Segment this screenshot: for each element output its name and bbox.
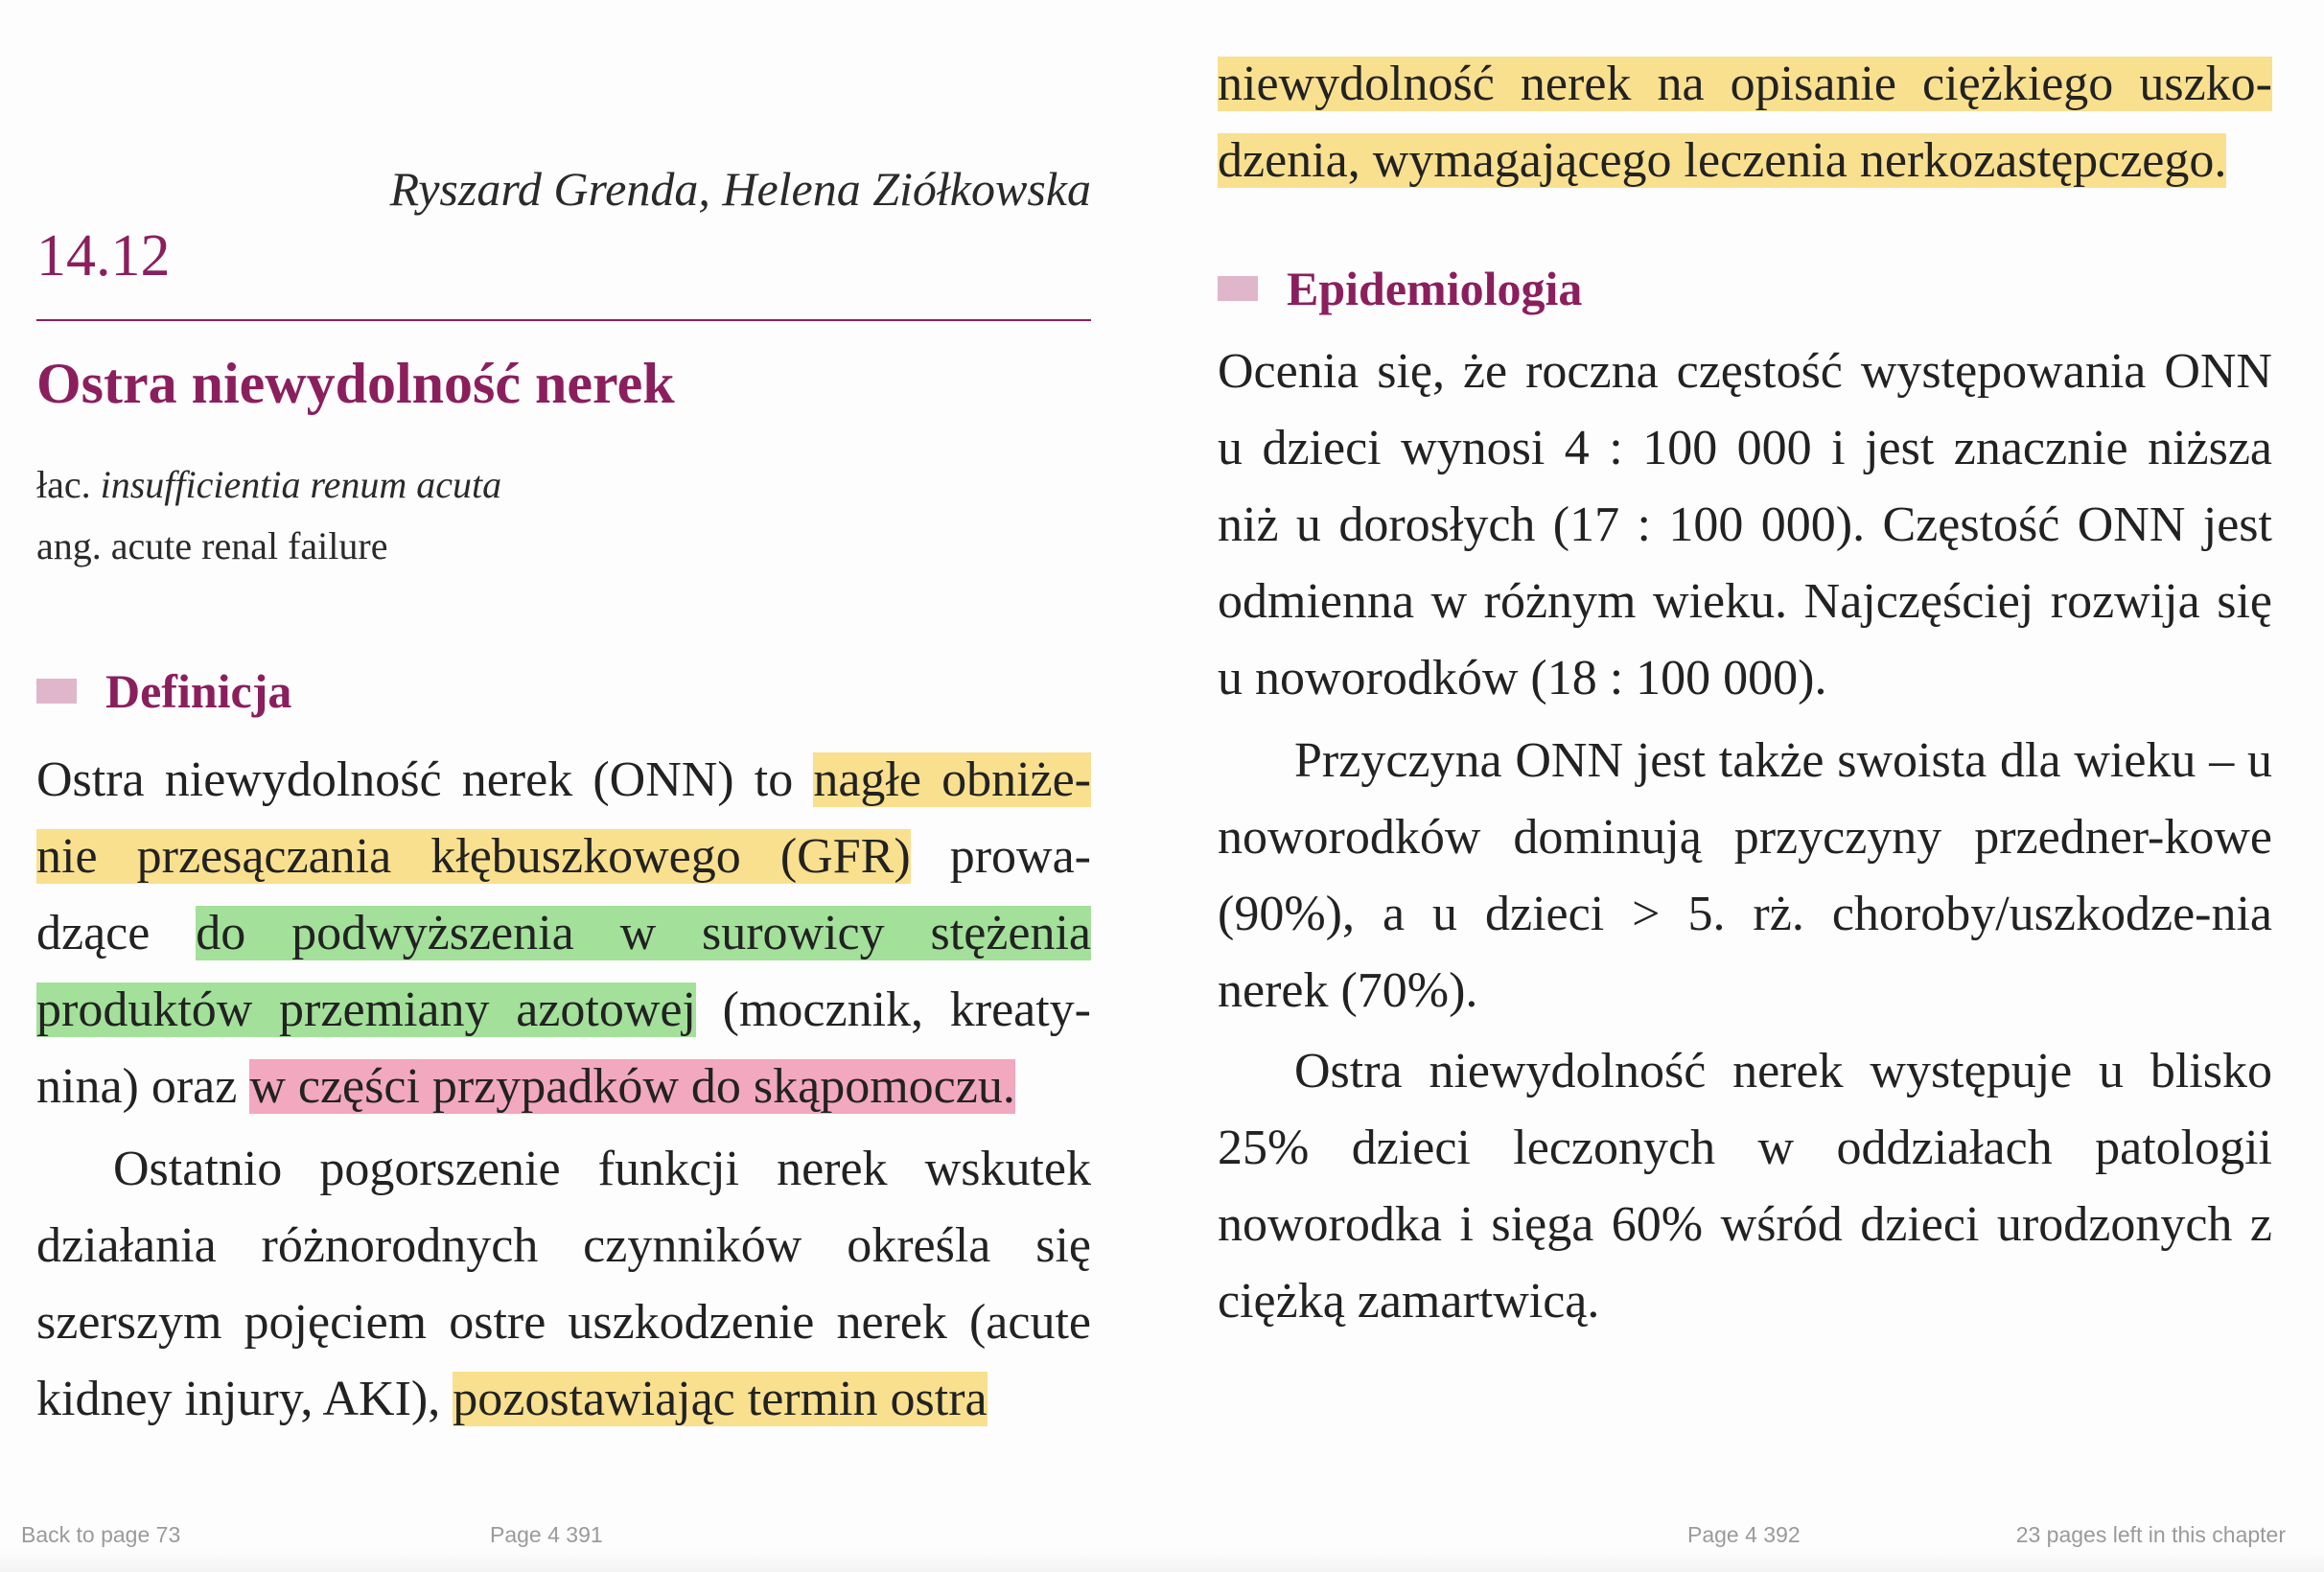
section-marker-icon	[36, 679, 77, 704]
continuation-paragraph[interactable]: niewydolność nerek na opisanie ciężkiego…	[1218, 46, 2272, 199]
title-divider	[36, 319, 1091, 321]
chapter-title: Ostra niewydolność nerek	[36, 352, 675, 415]
text-segment: (mocznik, kreaty-nina) oraz	[36, 982, 1091, 1114]
back-to-page-link[interactable]: Back to page 73	[21, 1522, 181, 1547]
yellow-highlight: niewydolność nerek na opisanie ciężkiego…	[1218, 57, 2272, 188]
epidemiology-heading-text: Epidemiologia	[1287, 262, 1583, 315]
right-page-number: Page 4 392	[1687, 1522, 1801, 1547]
definition-heading-text: Definicja	[105, 664, 292, 718]
latin-name-line: łac. insufficientia renum acuta	[36, 462, 501, 507]
english-name-line: ang. acute renal failure	[36, 524, 388, 567]
definition-paragraph-1[interactable]: Ostra niewydolność nerek (ONN) to nagłe …	[36, 742, 1092, 1125]
latin-prefix: łac.	[36, 463, 91, 506]
definition-paragraph-2[interactable]: Ostatnio pogorszenie funkcji nerek wskut…	[36, 1131, 1091, 1438]
bottom-shadow	[0, 1549, 2324, 1572]
epidemiology-paragraph-1[interactable]: Ocenia się, że roczna częstość występowa…	[1218, 344, 2272, 705]
text-segment: Ostatnio pogorszenie funkcji nerek wskut…	[36, 1142, 1091, 1426]
epidemiology-paragraph-2[interactable]: Przyczyna ONN jest także swoista dla wie…	[1218, 733, 2272, 1018]
pink-highlight: w części przypadków do skąpomoczu.	[249, 1059, 1015, 1114]
epidemiology-paragraph-3[interactable]: Ostra niewydolność nerek występuje u bli…	[1218, 1044, 2272, 1329]
text-segment: prowa-dzące	[36, 829, 1091, 960]
epidemiology-heading: Epidemiologia	[1218, 261, 1582, 316]
pages-left-indicator: 23 pages left in this chapter	[2015, 1522, 2286, 1547]
latin-term: insufficientia renum acuta	[100, 463, 502, 506]
left-page-number: Page 4 391	[490, 1522, 603, 1547]
author-line: Ryszard Grenda, Helena Ziółkowska	[389, 162, 1091, 216]
section-marker-icon	[1218, 276, 1258, 301]
section-number: 14.12	[36, 223, 171, 289]
yellow-highlight: pozostawiając termin ostra	[453, 1372, 988, 1426]
text-segment: Ostra niewydolność nerek (ONN) to	[36, 752, 814, 807]
definition-heading: Definicja	[36, 663, 291, 719]
